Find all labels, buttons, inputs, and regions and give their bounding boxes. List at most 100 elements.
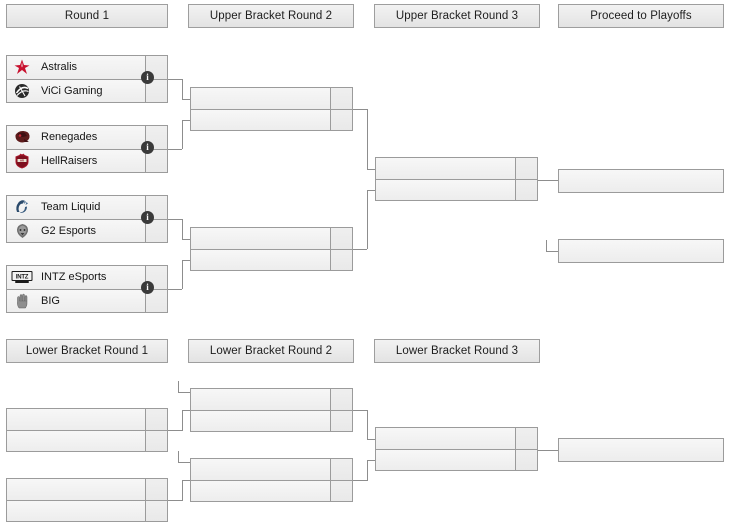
connector-c-ub-r1m4-in — [182, 260, 190, 261]
team-row[interactable] — [376, 178, 537, 200]
connector-c-ub-r3m1-out — [538, 180, 558, 181]
team-row[interactable] — [559, 170, 723, 192]
team-row[interactable] — [559, 439, 723, 461]
connector-c-lb-r2m2-stub-v — [178, 451, 179, 463]
connector-c-lb-r2m1-stub-v — [178, 381, 179, 393]
connector-c-lb-r2m2-in — [367, 460, 375, 461]
match-lb-r1-m1[interactable] — [6, 408, 168, 452]
team-name: Team Liquid — [41, 201, 101, 214]
astralis-logo — [7, 56, 37, 79]
team-name: HellRaisers — [41, 154, 98, 167]
match-info-icon[interactable]: i — [141, 281, 154, 294]
connector-c-lb-r1m1-up — [182, 410, 183, 431]
team-row[interactable] — [7, 479, 167, 500]
team-row[interactable]: ViCi Gaming — [7, 78, 167, 102]
team-row[interactable] — [7, 429, 167, 451]
match-info-icon[interactable]: i — [141, 211, 154, 224]
team-row[interactable] — [376, 428, 537, 449]
team-row[interactable] — [191, 479, 352, 501]
team-row[interactable] — [191, 459, 352, 480]
round-header-upper-bracket-round-2[interactable]: Upper Bracket Round 2 — [188, 4, 354, 28]
match-lb-playoff-slot-1[interactable] — [558, 438, 724, 462]
svg-text:INTZ: INTZ — [16, 275, 29, 281]
match-lb-r1-m2[interactable] — [6, 478, 168, 522]
team-row[interactable]: INTZ INTZ eSports — [7, 266, 167, 289]
connector-c-ub-r1m4-up — [182, 260, 183, 289]
team-logo-placeholder — [191, 110, 221, 131]
connector-c-lb-r2m2-stub-h — [178, 462, 190, 463]
team-row[interactable] — [191, 248, 352, 271]
team-row[interactable] — [191, 228, 352, 249]
connector-c-lb-r3m1-out — [538, 450, 558, 451]
team-row[interactable]: HR HellRaisers — [7, 148, 167, 173]
match-info-icon[interactable]: i — [141, 71, 154, 84]
team-logo-placeholder — [7, 409, 37, 430]
team-score — [145, 289, 167, 312]
team-row[interactable]: Team Liquid — [7, 196, 167, 219]
team-logo-placeholder — [191, 228, 221, 249]
round-header-upper-bracket-round-3[interactable]: Upper Bracket Round 3 — [374, 4, 540, 28]
team-logo-placeholder — [7, 501, 37, 522]
team-row[interactable] — [376, 448, 537, 470]
team-name: INTZ eSports — [41, 271, 107, 284]
team-logo-placeholder — [376, 428, 406, 449]
big-logo — [7, 290, 37, 313]
match-lb-r2-m1[interactable] — [190, 388, 353, 432]
team-score — [330, 228, 352, 249]
team-row[interactable] — [191, 409, 352, 431]
match-ub-playoff-slot-1[interactable] — [558, 169, 724, 193]
connector-c-ub-r1m2-in — [182, 120, 190, 121]
connector-c-ub-r1m1-out — [168, 79, 182, 80]
team-name: Astralis — [41, 61, 78, 74]
connector-c-lb-r1m1-in — [182, 410, 190, 411]
team-score — [145, 500, 167, 521]
team-score — [145, 479, 167, 500]
team-score — [145, 430, 167, 451]
team-logo-placeholder — [559, 170, 589, 192]
team-row[interactable] — [7, 499, 167, 522]
round-header-lower-bracket-round-2[interactable]: Lower Bracket Round 2 — [188, 339, 354, 363]
team-liquid-logo — [7, 196, 37, 219]
team-row[interactable] — [7, 409, 167, 430]
connector-c-ub-r1m4-out — [168, 289, 182, 290]
match-ub-r2-m1[interactable] — [190, 87, 353, 131]
team-row[interactable] — [559, 240, 723, 262]
team-row[interactable] — [191, 389, 352, 410]
team-score — [515, 158, 537, 179]
team-row[interactable] — [376, 158, 537, 179]
connector-c-ub-playoff2-stub-h — [546, 251, 558, 252]
team-row[interactable] — [191, 108, 352, 131]
team-name: ViCi Gaming — [41, 84, 103, 97]
team-row[interactable]: G2 Esports — [7, 218, 167, 242]
round-header-proceed-to-playoffs[interactable]: Proceed to Playoffs — [558, 4, 724, 28]
team-logo-placeholder — [191, 389, 221, 410]
team-row[interactable]: BIG — [7, 288, 167, 313]
connector-c-ub-r1m2-out — [168, 149, 182, 150]
connector-c-ub-r2m2-out — [353, 249, 367, 250]
match-ub-r3-m1[interactable] — [375, 157, 538, 201]
connector-c-lb-r2m2-up — [367, 460, 368, 481]
team-name: Renegades — [41, 131, 98, 144]
match-lb-r3-m1[interactable] — [375, 427, 538, 471]
connector-c-lb-r1m2-in — [182, 480, 190, 481]
round-header-lower-bracket-round-1[interactable]: Lower Bracket Round 1 — [6, 339, 168, 363]
round-header-round-1[interactable]: Round 1 — [6, 4, 168, 28]
team-logo-placeholder — [191, 250, 221, 271]
match-ub-playoff-slot-2[interactable] — [558, 239, 724, 263]
connector-c-ub-r1m3-in — [182, 239, 190, 240]
renegades-logo — [7, 126, 37, 149]
team-score — [515, 428, 537, 449]
connector-c-lb-r1m2-out — [168, 500, 182, 501]
hellraisers-logo: HR — [7, 150, 37, 173]
match-ub-r2-m2[interactable] — [190, 227, 353, 271]
round-header-lower-bracket-round-3[interactable]: Lower Bracket Round 3 — [374, 339, 540, 363]
team-name: BIG — [41, 294, 60, 307]
team-score — [515, 449, 537, 470]
team-row[interactable] — [191, 88, 352, 109]
match-lb-r2-m2[interactable] — [190, 458, 353, 502]
match-ub-r1-m3[interactable]: Team Liquid G2 Esports — [6, 195, 168, 243]
match-info-icon[interactable]: i — [141, 141, 154, 154]
